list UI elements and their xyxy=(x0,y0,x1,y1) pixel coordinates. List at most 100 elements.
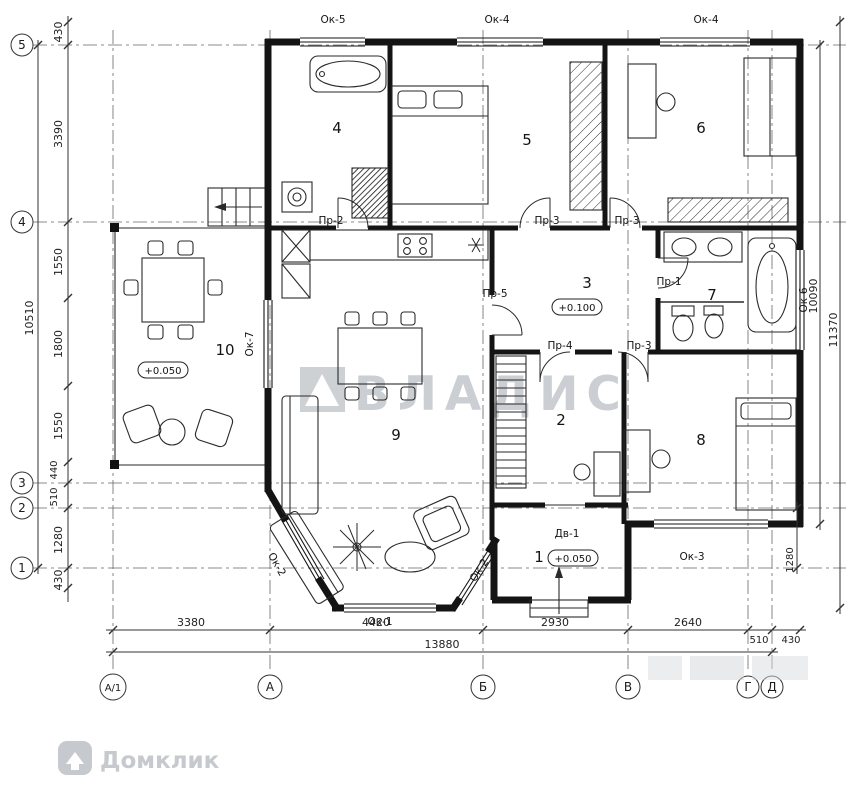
window-label-ok6: Ок-6 xyxy=(798,287,810,312)
dim-left-1: 3390 xyxy=(52,120,65,148)
washing-machine-icon xyxy=(281,181,313,213)
bed-room5 xyxy=(391,85,489,205)
entry-porch xyxy=(529,566,589,618)
wardrobe-room5 xyxy=(569,61,603,211)
dim-left-total: 10510 xyxy=(23,301,36,336)
window-label-ok4-b: Ок-4 xyxy=(693,14,718,26)
door-label-pr2: Пр-2 xyxy=(318,215,343,227)
bathtub-room7 xyxy=(747,237,797,333)
room-number-8: 8 xyxy=(696,431,706,449)
dimension-lines xyxy=(33,16,845,657)
room-number-6: 6 xyxy=(696,119,706,137)
watermark-domclick: Домклик xyxy=(58,741,220,775)
axis-col-g: Г xyxy=(744,680,751,694)
elevation-entry: +0.050 xyxy=(554,554,591,565)
desk-room6 xyxy=(627,63,676,139)
window-label-ok3: Ок-3 xyxy=(679,551,704,563)
stairs xyxy=(207,187,267,227)
window-label-ok2-b: Ок-2 xyxy=(468,557,492,585)
window-label-ok4-a: Ок-4 xyxy=(484,14,509,26)
terrace xyxy=(110,223,268,469)
room-numbers: 4 5 6 3 7 10 9 2 8 1 xyxy=(215,119,716,566)
stove-icon xyxy=(397,233,433,258)
desk-room2 xyxy=(573,451,621,497)
dimension-labels: 430 3390 1550 1800 1550 440 510 1280 430… xyxy=(23,22,840,652)
chimney-flue xyxy=(351,167,389,219)
elevation-badges: +0.050 +0.100 +0.050 xyxy=(137,298,603,567)
elevation-hall: +0.100 xyxy=(558,303,595,314)
corner-sofa xyxy=(269,395,344,605)
axis-row-3: 3 xyxy=(18,476,26,490)
wardrobe-room2 xyxy=(495,355,527,489)
plant-icon xyxy=(333,523,381,571)
bidet-icon xyxy=(703,305,724,339)
dim-bottom-1: 4420 xyxy=(362,616,390,629)
desk-room8 xyxy=(623,429,671,493)
watermark-vladis: ВЛАДИС xyxy=(300,367,629,422)
door-label-pr3-b: Пр-3 xyxy=(614,215,639,227)
axis-markers: 5 4 3 2 1 А/1 А Б В Г Д xyxy=(10,33,784,701)
door-label-pr5: Пр-5 xyxy=(482,288,507,300)
axis-col-d: Д xyxy=(767,680,776,694)
window-labels: Ок-5 Ок-4 Ок-4 Ок-7 Ок-6 Ок-3 Ок-1 Ок-2 … xyxy=(244,14,810,628)
window-label-ok7: Ок-7 xyxy=(244,331,256,356)
dim-left-3: 1800 xyxy=(52,330,65,358)
door-label-pr3-a: Пр-3 xyxy=(534,215,559,227)
room-number-3: 3 xyxy=(582,274,592,292)
bathtub-room4 xyxy=(309,55,387,93)
dim-left-4: 1550 xyxy=(52,412,65,440)
axis-row-4: 4 xyxy=(18,215,26,229)
room-number-7: 7 xyxy=(707,286,717,304)
interior-walls xyxy=(268,44,800,540)
toilet-icon xyxy=(671,305,695,342)
dim-bottom-2: 2930 xyxy=(541,616,569,629)
door-label-pr1: Пр-1 xyxy=(656,276,681,288)
exterior-walls xyxy=(264,38,804,612)
axis-row-5: 5 xyxy=(18,38,26,52)
door-label-pr4: Пр-4 xyxy=(547,340,572,352)
axis-row-1: 1 xyxy=(18,561,26,575)
door-label-pr3-c: Пр-3 xyxy=(626,340,651,352)
axis-col-a1: А/1 xyxy=(105,683,122,694)
door-label-dv1: Дв-1 xyxy=(555,528,580,540)
room-number-10: 10 xyxy=(215,341,234,359)
watermark-center-text: ВЛАДИС xyxy=(354,367,629,422)
window-label-ok5: Ок-5 xyxy=(320,14,345,26)
fridge-icon xyxy=(468,237,484,253)
axis-col-v: В xyxy=(624,680,632,694)
window-label-ok2-a: Ок-2 xyxy=(265,551,288,579)
axis-row-2: 2 xyxy=(18,501,26,515)
dim-right-total: 11370 xyxy=(827,313,840,348)
dim-bottom-4: 510 xyxy=(749,635,768,646)
dim-right-1280: 1280 xyxy=(785,547,796,572)
dim-bottom-3: 2640 xyxy=(674,616,702,629)
room-number-2: 2 xyxy=(556,411,566,429)
dim-bottom-total: 13880 xyxy=(425,638,460,651)
bed-room8 xyxy=(735,397,797,511)
dim-left-2: 1550 xyxy=(52,248,65,276)
window-label-ok1: Ок-1 xyxy=(367,616,392,628)
armchair-room9 xyxy=(413,495,470,551)
dining-table-room9 xyxy=(337,311,423,401)
dim-bottom-0: 3380 xyxy=(177,616,205,629)
dim-left-6: 510 xyxy=(49,487,60,506)
axis-grid xyxy=(33,30,846,672)
watermark-bottom-left-text: Домклик xyxy=(100,748,220,774)
dim-left-5: 440 xyxy=(49,460,60,479)
elevation-terrace: +0.050 xyxy=(144,366,181,377)
dresser-room6 xyxy=(667,197,789,223)
rug xyxy=(384,541,436,573)
dim-bottom-5: 430 xyxy=(781,635,800,646)
dim-left-0: 430 xyxy=(52,22,65,43)
dim-right-inner: 10090 xyxy=(807,279,820,314)
vanity-sinks xyxy=(663,231,743,263)
door-labels: Пр-2 Пр-3 Пр-3 Пр-5 Пр-1 Пр-4 Пр-3 Дв-1 xyxy=(318,215,681,540)
dim-left-7: 1280 xyxy=(52,526,65,554)
room-number-4: 4 xyxy=(332,119,342,137)
door-swings xyxy=(337,197,689,601)
axis-col-a: А xyxy=(266,680,275,694)
axis-col-b: Б xyxy=(479,680,487,694)
furniture xyxy=(269,55,797,618)
